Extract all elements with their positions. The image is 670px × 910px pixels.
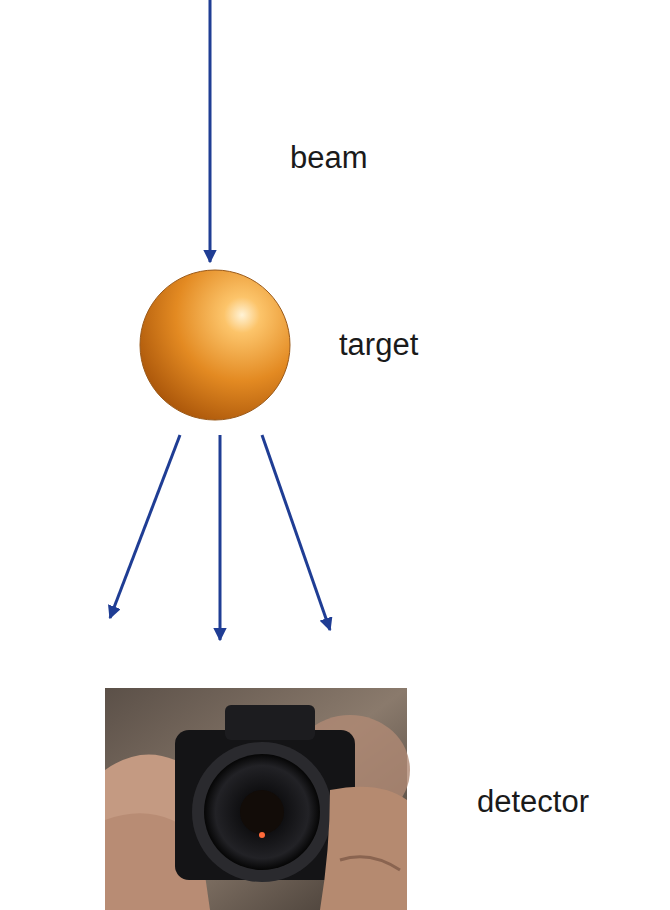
target-label: target <box>339 327 418 363</box>
detector-label: detector <box>477 784 589 820</box>
target-sphere <box>140 270 290 420</box>
scattered-ray <box>110 435 180 618</box>
beam-arrow <box>209 0 212 262</box>
camera-photo <box>105 688 410 910</box>
beam-label: beam <box>290 140 368 176</box>
scattered-ray <box>262 435 330 630</box>
scattered-ray <box>219 435 222 640</box>
